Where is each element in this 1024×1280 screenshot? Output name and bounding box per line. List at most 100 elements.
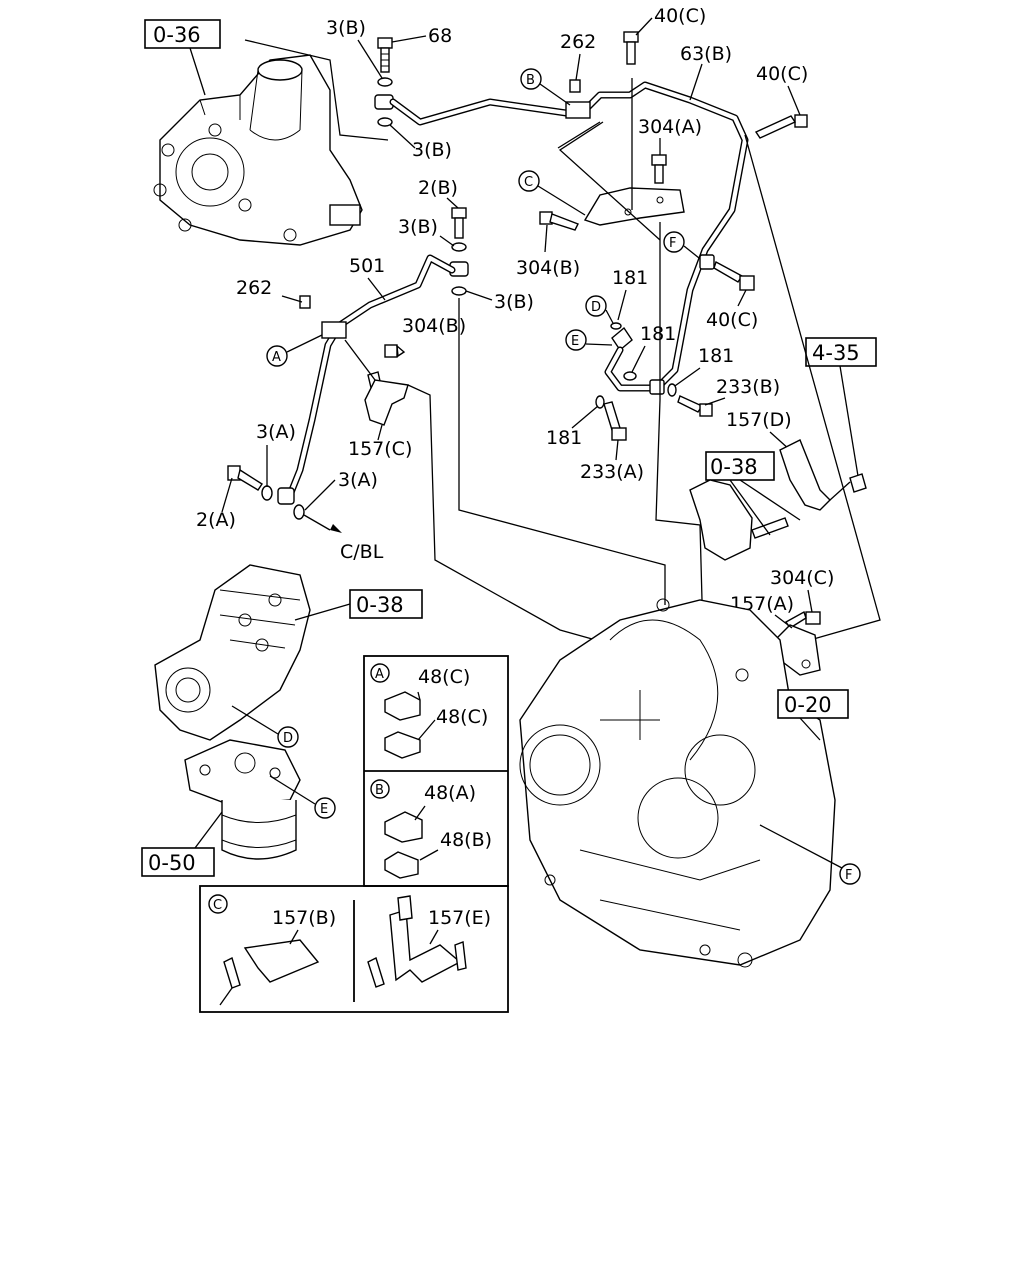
label-181: 181	[612, 267, 648, 289]
washer-3b	[377, 117, 393, 127]
label-181: 181	[698, 345, 734, 367]
bracket-157	[583, 187, 685, 226]
circle-marker-e	[565, 329, 587, 351]
bolt-304b	[384, 344, 406, 358]
bracket-157d	[779, 439, 831, 511]
label-181: 181	[640, 323, 676, 345]
washer-3b	[451, 242, 467, 252]
circle-label-d: D	[283, 731, 293, 746]
turbo-housing-illustration	[153, 54, 363, 246]
clip-48b	[384, 851, 419, 879]
inset-label-b: B	[375, 783, 384, 798]
label-3a: 3(A)	[338, 469, 378, 491]
fitting	[611, 326, 633, 352]
ref-box-0-36[interactable]	[144, 19, 221, 49]
circle-marker-d	[277, 726, 299, 748]
label-63b: 63(B)	[680, 43, 732, 65]
label-233b: 233(B)	[716, 376, 780, 398]
bolt-40c	[713, 260, 755, 291]
ref-label-0-38: 0-38	[356, 593, 404, 617]
label-262: 262	[560, 31, 596, 53]
clip-48	[565, 101, 591, 119]
washer-3a	[293, 504, 305, 520]
inset-a-upper-part: 48(C)	[418, 666, 470, 688]
ref-box-0-50[interactable]	[141, 847, 215, 877]
ref-label-0-50: 0-50	[148, 851, 196, 875]
label-40c: 40(C)	[706, 309, 758, 331]
bolt-68	[377, 37, 393, 73]
washer-3b	[451, 286, 467, 296]
o-ring-181	[623, 371, 637, 381]
circle-label-a: A	[272, 350, 281, 365]
stud	[367, 957, 385, 988]
inset-marker-c	[208, 894, 228, 914]
label-304b: 304(B)	[402, 315, 466, 337]
ref-box-0-38-upper[interactable]	[705, 451, 775, 481]
circle-marker-b	[520, 68, 542, 90]
nut-262	[569, 79, 581, 93]
label-262: 262	[236, 277, 272, 299]
clip-48a	[384, 811, 423, 843]
label-501: 501	[349, 255, 385, 277]
inset-c-right-part: 157(E)	[428, 907, 491, 929]
circle-marker-f	[663, 231, 685, 253]
label-40c: 40(C)	[654, 5, 706, 27]
circle-marker-f	[839, 863, 861, 885]
bolt-233b	[677, 395, 713, 417]
inset-b-lower-part: 48(B)	[440, 829, 492, 851]
inset-c-left-part: 157(B)	[272, 907, 336, 929]
ref-label-4-35: 4-35	[812, 341, 860, 365]
label-2a: 2(A)	[196, 509, 236, 531]
bolt-2a	[227, 465, 263, 491]
label-3b: 3(B)	[398, 216, 438, 238]
bolt-304a	[651, 154, 667, 184]
circle-label-b: B	[526, 73, 535, 88]
stud	[223, 957, 241, 989]
bracket-157b	[243, 939, 320, 983]
flywheel-housing-illustration	[519, 598, 836, 968]
label-233a: 233(A)	[580, 461, 644, 483]
circle-label-f: F	[845, 868, 852, 883]
circle-label-d: D	[591, 300, 601, 315]
label-304a: 304(A)	[638, 116, 702, 138]
circle-marker-a	[266, 345, 288, 367]
inset-marker-b	[370, 779, 390, 799]
label-3b: 3(B)	[326, 17, 366, 39]
ref-label-0-20: 0-20	[784, 693, 832, 717]
circle-label-f: F	[669, 236, 676, 251]
label-3a: 3(A)	[256, 421, 296, 443]
bolt-304b	[539, 211, 579, 231]
clip-48c-upper	[384, 691, 421, 721]
oil-filter-illustration	[184, 739, 301, 860]
circle-label-c: C	[524, 175, 533, 190]
circle-marker-d	[585, 295, 607, 317]
stud	[751, 517, 789, 539]
label-68: 68	[428, 25, 452, 47]
ref-box-4-35[interactable]	[805, 337, 877, 367]
washer-3a	[261, 485, 273, 501]
banjo-fitting	[277, 487, 295, 505]
label-181: 181	[546, 427, 582, 449]
bolt-2b	[451, 207, 467, 239]
inset-brackets-panel	[199, 885, 509, 1013]
label-c-bl: C/BL	[340, 541, 384, 563]
label-2b: 2(B)	[418, 177, 458, 199]
washer-3b	[377, 77, 393, 87]
circle-marker-c	[518, 170, 540, 192]
inset-label-a: A	[375, 667, 384, 682]
fitting	[649, 379, 665, 395]
o-ring-181	[595, 395, 605, 409]
bracket-157c	[364, 379, 409, 426]
air-compressor-illustration	[154, 564, 311, 741]
bolt-40c	[754, 114, 808, 139]
bracket	[689, 479, 753, 561]
ref-label-0-38: 0-38	[710, 455, 758, 479]
label-40c: 40(C)	[756, 63, 808, 85]
nut	[849, 473, 867, 493]
label-3b: 3(B)	[412, 139, 452, 161]
clip-48c-lower	[384, 731, 421, 759]
ref-box-0-20[interactable]	[777, 689, 849, 719]
ref-box-0-38-lower[interactable]	[349, 589, 423, 619]
o-ring-181	[610, 322, 622, 330]
